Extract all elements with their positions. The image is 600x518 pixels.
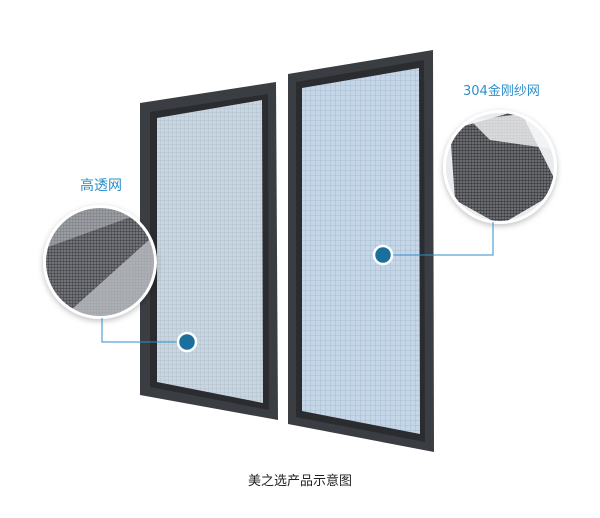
right-mesh-panel — [302, 68, 420, 434]
left-window — [140, 82, 278, 420]
image-caption: 美之选产品示意图 — [247, 474, 352, 489]
left-mesh-panel — [157, 100, 263, 403]
left-mesh-label: 高透网 — [80, 178, 122, 194]
right-window — [288, 50, 434, 452]
left-callout — [43, 205, 198, 353]
left-marker-dot — [176, 331, 198, 353]
right-marker-dot — [372, 244, 394, 266]
right-mesh-label: 304金刚纱网 — [463, 84, 540, 99]
